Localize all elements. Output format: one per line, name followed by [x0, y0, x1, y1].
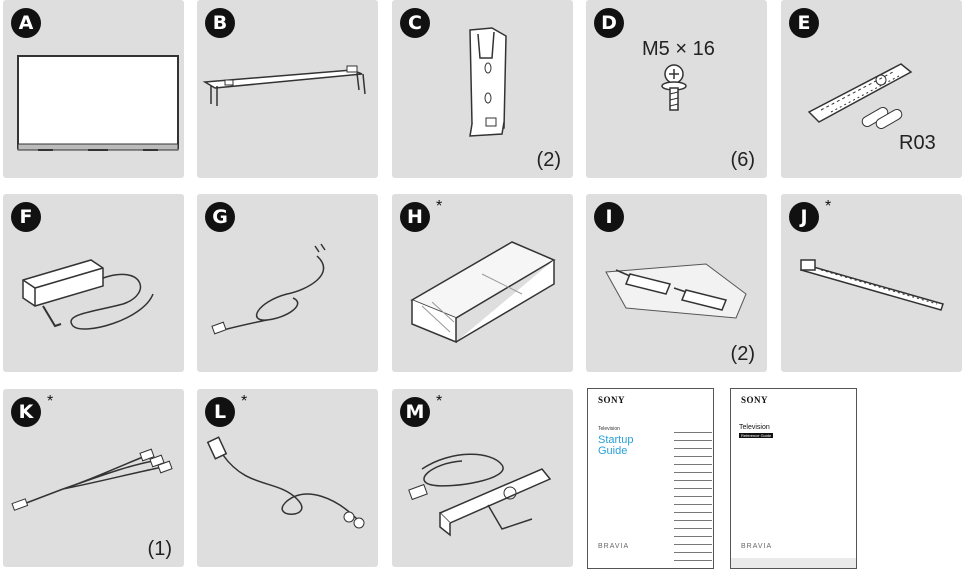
- booklet-contents-list: [674, 425, 712, 568]
- spacers-illustration: [605, 263, 747, 319]
- optional-mark: *: [241, 393, 248, 410]
- camera-illustration: [408, 453, 552, 537]
- tile-g: G: [197, 194, 378, 372]
- remote-illustration: [807, 63, 913, 129]
- bracket-illustration: [469, 27, 507, 137]
- tile-badge: F: [11, 202, 41, 232]
- optional-mark: *: [825, 198, 832, 215]
- tile-i: I (2): [586, 194, 767, 372]
- optional-mark: *: [436, 393, 443, 410]
- booklet-category: Television: [739, 424, 770, 431]
- booklet-category: Television: [598, 426, 620, 432]
- tile-b: B: [197, 0, 378, 178]
- tile-badge: G: [205, 202, 235, 232]
- tile-h: H *: [392, 194, 573, 372]
- booklet-badge: Reference Guide: [739, 433, 774, 438]
- tile-c: C (2): [392, 0, 573, 178]
- cover-case-illustration: [410, 241, 556, 344]
- cable-tie-illustration: [800, 259, 944, 311]
- booklet-title: Startup Guide: [598, 434, 634, 457]
- booklet-product-line: BRAVIA: [741, 543, 773, 550]
- reference-guide-booklet: SONY Television Reference Guide BRAVIA: [730, 388, 857, 569]
- battery-label: R03: [899, 132, 936, 154]
- quantity-label: (1): [147, 538, 172, 560]
- screw-illustration: [661, 64, 687, 111]
- tile-badge: H: [400, 202, 430, 232]
- tile-f: F: [3, 194, 184, 372]
- tile-badge: L: [205, 397, 235, 427]
- tile-badge: M: [400, 397, 430, 427]
- tile-badge: C: [400, 8, 430, 38]
- optional-mark: *: [47, 393, 54, 410]
- power-cord-illustration: [211, 243, 326, 335]
- tv-illustration: [17, 55, 179, 151]
- booklet-brand: SONY: [598, 395, 626, 405]
- booklet-footer-strip: [731, 558, 856, 568]
- tile-a: A: [3, 0, 184, 178]
- stand-bar-illustration: [202, 65, 366, 106]
- tile-badge: B: [205, 8, 235, 38]
- startup-guide-booklet: SONY Television Startup Guide BRAVIA: [587, 388, 714, 569]
- av-cable-illustration: [11, 448, 173, 511]
- tile-e: E R03: [781, 0, 962, 178]
- screw-size-label: M5 × 16: [642, 38, 715, 60]
- quantity-label: (2): [536, 149, 561, 171]
- tile-l: L *: [197, 389, 378, 567]
- quantity-label: (6): [730, 149, 755, 171]
- ac-adapter-illustration: [22, 259, 154, 330]
- ir-blaster-illustration: [206, 436, 365, 529]
- tile-badge: K: [11, 397, 41, 427]
- quantity-label: (2): [730, 343, 755, 365]
- booklet-brand: SONY: [741, 395, 769, 405]
- tile-badge: D: [594, 8, 624, 38]
- tile-d: D M5 × 16 (6): [586, 0, 767, 178]
- tile-badge: E: [789, 8, 819, 38]
- booklet-product-line: BRAVIA: [598, 543, 630, 550]
- optional-mark: *: [436, 198, 443, 215]
- tile-badge: I: [594, 202, 624, 232]
- tile-m: M *: [392, 389, 573, 567]
- tile-k: K * (1): [3, 389, 184, 567]
- tile-badge: A: [11, 8, 41, 38]
- tile-badge: J: [789, 202, 819, 232]
- tile-j: J *: [781, 194, 962, 372]
